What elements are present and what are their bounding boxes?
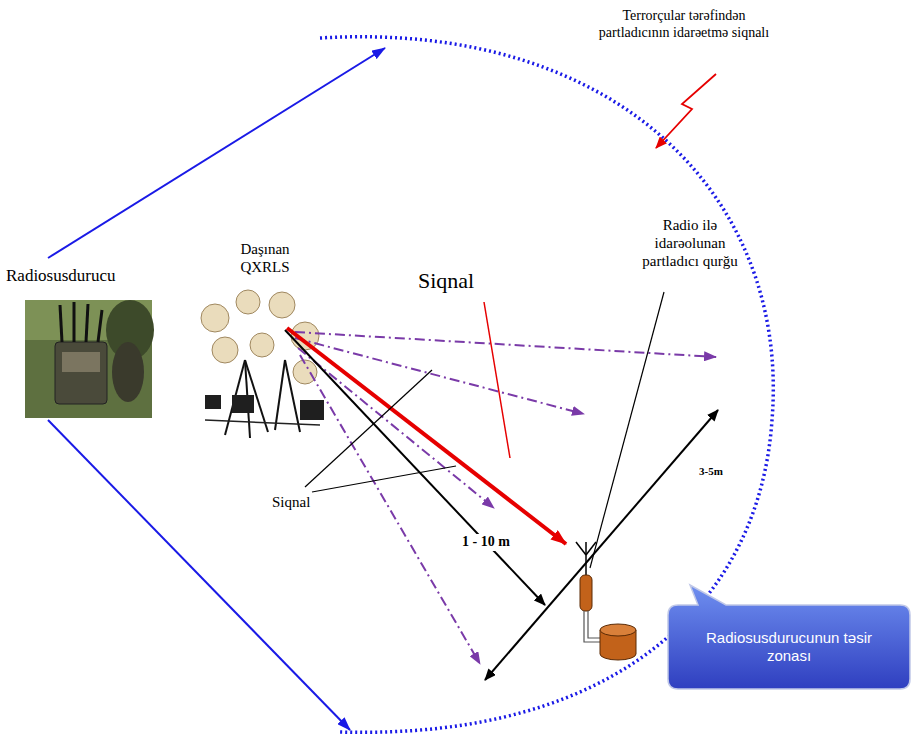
antenna-dish — [250, 333, 274, 357]
signal-ray — [295, 338, 584, 414]
soldier-figure — [112, 342, 144, 402]
lightning-signal — [656, 74, 716, 148]
callout-text: Radiosusdurucunun təsir zonası — [689, 629, 889, 665]
jammer-body — [55, 342, 107, 404]
jammer-panel — [62, 352, 100, 372]
jammer-antenna — [98, 310, 102, 342]
radar-photo — [201, 290, 324, 438]
antenna-dish — [212, 337, 238, 363]
jammer-arrow — [48, 420, 350, 730]
dimension-label: 1 - 10 m — [460, 534, 512, 551]
jammer-antenna — [60, 305, 62, 342]
dimension-label: 3-5m — [697, 465, 725, 478]
callout-outline — [668, 585, 910, 689]
ied-device — [576, 542, 636, 660]
leader-line — [590, 292, 664, 568]
antenna-dish — [269, 292, 295, 318]
ied-charge-top — [600, 624, 636, 636]
ied-receiver — [580, 575, 592, 611]
radar-unit — [232, 395, 254, 413]
leader-line — [305, 370, 432, 487]
ied-antenna — [586, 542, 596, 555]
jammer-antenna — [86, 304, 88, 342]
jammer-antenna — [73, 302, 76, 342]
antenna-dish — [201, 304, 229, 332]
zone-callout: Radiosusdurucunun təsir zonası — [668, 605, 910, 689]
ied-antenna — [585, 542, 587, 575]
tripod-leg — [275, 360, 285, 430]
signal-label: Siqnal — [272, 493, 342, 511]
node-heading: Radiosusdurucu — [6, 266, 158, 286]
leader-line — [484, 302, 510, 458]
signal-ray — [300, 355, 480, 664]
jammer-arrow — [48, 48, 385, 258]
cable — [205, 420, 320, 425]
leader-line — [312, 466, 456, 492]
distance-arrow — [285, 330, 545, 605]
radar-unit — [205, 395, 221, 409]
part-label: Radio ilə idarəolunan partladıcı qurğu — [628, 216, 752, 270]
signal-ray — [298, 348, 494, 508]
signal-arrow — [287, 328, 566, 544]
node-heading: Daşınan QXRLS — [225, 240, 305, 276]
signal-label: Siqnal — [418, 268, 508, 294]
jammer-box: Radiosusdurucu — [6, 266, 158, 420]
ied-antenna — [576, 542, 586, 555]
jammer-photo — [25, 300, 154, 418]
radar-box: Daşınan QXRLS — [195, 240, 335, 445]
note-label: Terrorçular tərəfindən partladıcının ida… — [588, 8, 780, 42]
radar-unit — [300, 400, 324, 420]
antenna-dish — [236, 290, 260, 314]
